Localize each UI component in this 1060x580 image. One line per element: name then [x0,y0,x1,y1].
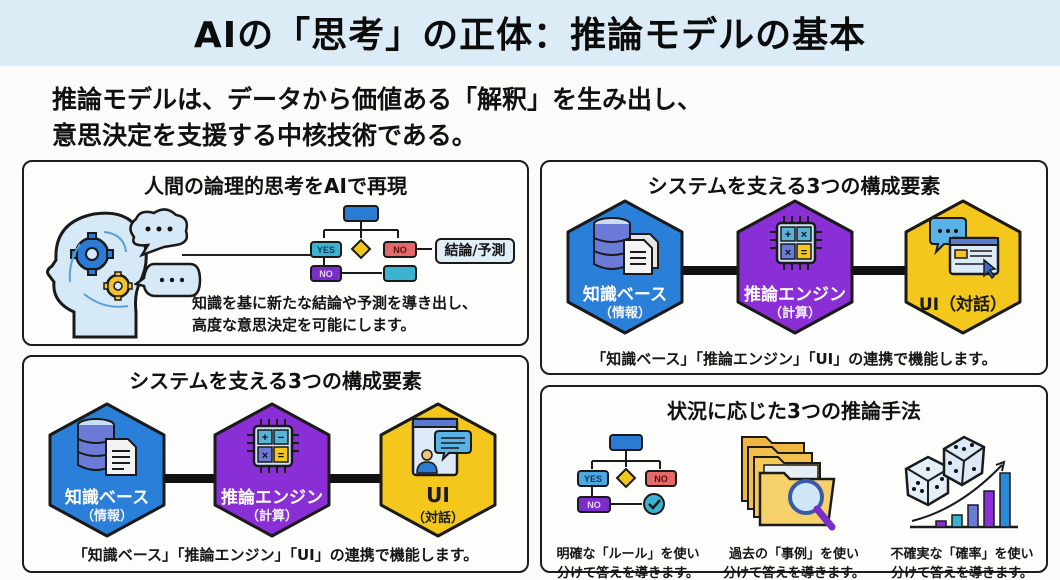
yellow-gear-icon [103,271,133,301]
lead-line-2: 意思決定を支援する中核技術である。 [52,121,477,150]
flow-no2-label: NO [587,500,601,510]
flow-yes-label: YES [584,474,602,484]
result-box: 結論/予測 [435,238,515,264]
lead-line-1: 推論モデルは、データから価値ある「解釈」を生み出し、 [52,85,703,114]
dice-bar-chart-icon [904,435,1018,529]
panel-components-left: システムを支える3つの構成要素 知識ベース （情報） + − × = 推論エンジ… [22,355,529,573]
component-sublabel: （計算） [768,306,821,321]
calculator-chip-icon: + × × = [770,216,822,270]
header-band [0,0,1060,66]
panel-title: 人間の論理的思考をAIで再現 [144,174,407,198]
reasoning-description: 知識を基に新たな結論や予測を導き出し、 高度な意思決定を可能にします。 [192,292,477,336]
method-line-2: 分けて答えを導きます。 [557,566,699,580]
component-label: 知識ベース [582,285,668,305]
panel-title: システムを支える3つの構成要素 [647,174,941,198]
svg-text:−: − [278,432,284,444]
bar-1 [935,520,947,528]
component-label: 推論エンジン [744,285,846,305]
folders-magnifier-icon [741,436,836,531]
component-label: UI（対話） [918,295,1008,315]
component-ui: UI（対話） [902,198,1024,336]
component-sublabel: （情報） [80,509,133,524]
flow-no-label: NO [654,474,668,484]
page-title: AIの「思考」の正体：推論モデルの基本 [193,15,867,56]
bar-2 [951,514,963,528]
component-knowledge-base: 知識ベース （情報） [46,401,168,539]
desc-line-2: 高度な意思決定を可能にします。 [192,316,416,334]
chat-browser-cursor-icon [929,217,1000,280]
svg-text:=: = [278,450,284,462]
panel-title: システムを支える3つの構成要素 [129,369,422,393]
component-sublabel: （計算） [245,509,298,524]
method-line-1: 明確な「ルール」を使い [556,547,700,562]
svg-text:×: × [262,450,268,462]
component-knowledge-base: 知識ベース （情報） [564,198,686,336]
method-description: 過去の「事例」を使い 分けて答えを導きます。 [714,545,874,580]
flow-no2-label: NO [319,269,333,279]
speech-bubble-icon [134,262,202,298]
component-sublabel: （対話） [411,511,464,526]
svg-text:+: + [785,229,791,241]
component-inference-engine: + × × = 推論エンジン （計算） [734,198,856,336]
svg-text:×: × [785,247,791,259]
blue-gear-icon [70,232,114,276]
panel-reasoning-methods: 状況に応じた3つの推論手法 YES NO NO 明確な「ルール」を使い 分けて答… [540,385,1048,580]
thought-bubble-icon [129,208,189,258]
component-label: 推論エンジン [221,488,323,508]
desc-line-1: 知識を基に新たな結論や予測を導き出し、 [192,294,478,312]
method-line-2: 分けて答えを導きます。 [723,566,865,580]
panel-components-right: システムを支える3つの構成要素 知識ベース （情報） + × × = 推 [540,160,1048,375]
connector-line [182,254,312,256]
panel-human-reasoning: 人間の論理的思考をAIで再現 [22,160,529,346]
lead-text: 推論モデルは、データから価値ある「解釈」を生み出し、 意思決定を支援する中核技術… [52,82,702,154]
component-ui: UI （対話） [377,401,499,539]
panel-title: 状況に応じた3つの推論手法 [667,399,921,423]
bar-3 [967,504,979,528]
bar-5 [999,472,1011,528]
dice-icon [904,435,986,507]
database-documents-icon [593,217,659,275]
svg-text:=: = [801,247,807,259]
components-caption: 「知識ベース」「推論エンジン」「UI」の連携で機能します。 [591,350,997,368]
rule-flowchart-icon: YES NO NO [577,434,677,515]
flow-yes-label: YES [317,245,335,255]
database-document-icon [77,418,137,476]
component-sublabel: （情報） [598,306,651,321]
flow-no-label: NO [393,245,407,255]
method-line-2: 分けて答えを導きます。 [891,566,1033,580]
calculator-chip-icon: + − × = [247,419,299,473]
method-line-1: 不確実な「確率」を使い [890,547,1034,562]
user-chat-window-icon [411,417,472,477]
components-caption: 「知識ベース」「推論エンジン」「UI」の連携で機能します。 [72,546,479,564]
component-inference-engine: + − × = 推論エンジン （計算） [211,401,333,539]
component-label: 知識ベース [64,488,150,508]
svg-text:+: + [262,432,268,444]
method-line-1: 過去の「事例」を使い [728,547,859,562]
method-description: 不確実な「確率」を使い 分けて答えを導きます。 [882,545,1042,580]
flowchart-icon: YES NO NO [310,205,432,282]
component-label: UI [426,483,450,507]
method-description: 明確な「ルール」を使い 分けて答えを導きます。 [548,545,708,580]
svg-text:×: × [801,229,807,241]
bar-4 [983,490,995,528]
